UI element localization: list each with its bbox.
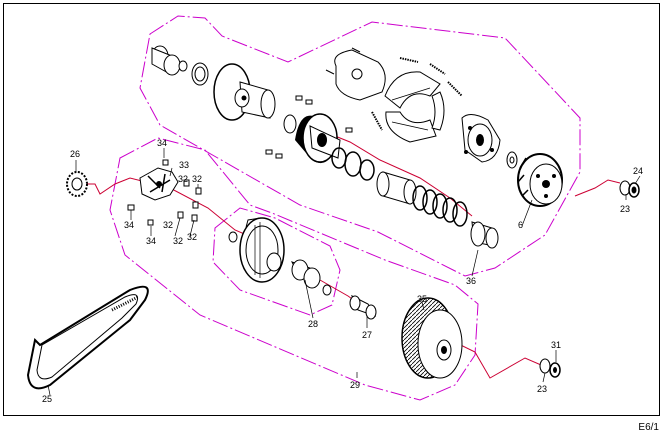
- part-label-34-top: 34: [157, 138, 167, 148]
- page-code: E6/1: [638, 422, 659, 433]
- part-label-32-b: 32: [192, 174, 202, 184]
- starter-gear: [66, 171, 88, 197]
- part-label-36: 36: [466, 276, 476, 286]
- part-label-34-bottom: 34: [146, 236, 156, 246]
- inner-roller-group-boundary: [212, 207, 341, 316]
- part-label-28: 28: [308, 319, 318, 329]
- part-label-29: 29: [350, 380, 360, 390]
- clutch-spring: [376, 171, 468, 227]
- cooling-fan: [401, 297, 463, 379]
- part-label-24: 24: [633, 166, 643, 176]
- part-label-6: 6: [518, 220, 523, 230]
- part-label-23-bottom: 23: [537, 384, 547, 394]
- shoe-springs: [371, 57, 463, 131]
- clutch-shoes: [384, 71, 445, 143]
- part-label-32-c: 32: [163, 220, 173, 230]
- part-label-33: 33: [179, 160, 189, 170]
- clutch-outer-bell: [517, 153, 563, 207]
- movable-drive-face: [228, 217, 285, 283]
- clutch-shoe-plate: [325, 47, 386, 101]
- part-label-23-top: 23: [620, 204, 630, 214]
- clutch-nut: [619, 180, 640, 198]
- part-label-35: 35: [417, 294, 427, 304]
- part-label-34-left: 34: [124, 220, 134, 230]
- small-pins: [265, 95, 353, 159]
- clutch-center-plate: [461, 114, 501, 163]
- driven-pulley-sliding-sheave: [213, 63, 276, 121]
- label-leader-lines: [47, 148, 641, 396]
- drawing-frame: [3, 3, 660, 416]
- part-label-31: 31: [551, 340, 561, 350]
- part-label-32-e: 32: [187, 232, 197, 242]
- part-label-25: 25: [42, 394, 52, 404]
- spring-seat: [470, 221, 499, 249]
- seal-rings: [331, 147, 375, 181]
- clutch-shaft-parts: [151, 45, 209, 86]
- part-label-26: 26: [70, 149, 80, 159]
- bushing-27: [349, 294, 377, 320]
- clutch-assembly-boundary: [139, 15, 581, 277]
- part-label-32-a: 32: [178, 174, 188, 184]
- ramp-plate: [139, 167, 179, 201]
- drive-belt: [26, 285, 149, 390]
- movable-drive-assembly-boundary: [109, 137, 479, 401]
- part-label-27: 27: [362, 330, 372, 340]
- driven-face: [283, 113, 341, 164]
- part-label-32-d: 32: [173, 236, 183, 246]
- nut-and-washer: [506, 151, 518, 169]
- drive-nut-washer: [539, 358, 561, 378]
- collar: [291, 259, 332, 296]
- slider-pieces: [127, 159, 202, 226]
